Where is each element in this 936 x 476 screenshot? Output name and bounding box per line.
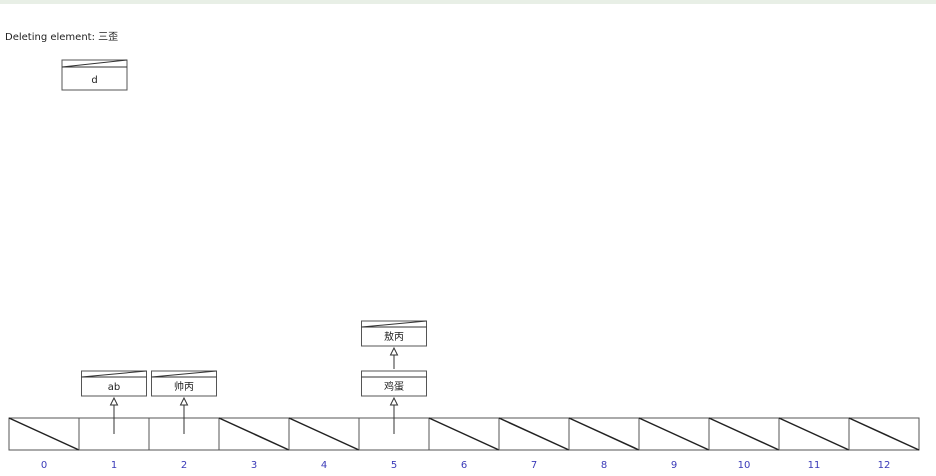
bucket-index-label: 4 bbox=[321, 460, 327, 471]
bucket-null-pointer bbox=[778, 417, 850, 451]
chain-node-box bbox=[81, 370, 147, 397]
chain-node-label: 鸡蛋 bbox=[384, 380, 404, 393]
chain-node-box bbox=[151, 370, 217, 397]
bucket-index-label: 10 bbox=[738, 460, 751, 471]
deleting-node-label: d bbox=[91, 75, 97, 86]
bucket-index-label: 9 bbox=[671, 460, 677, 471]
top-strip bbox=[0, 0, 936, 4]
chain-node-box bbox=[361, 320, 427, 347]
chains-layer: ab 帅丙 鸡蛋 敖丙 bbox=[81, 320, 427, 434]
bucket-index-label: 0 bbox=[41, 460, 47, 471]
chain-arrow-head bbox=[179, 396, 189, 406]
chain-node-box bbox=[361, 370, 427, 397]
chain-arrow-head bbox=[389, 346, 399, 356]
bucket-null-pointer bbox=[708, 417, 780, 451]
status-element: 三歪 bbox=[98, 32, 119, 43]
bucket-null-pointer bbox=[848, 417, 920, 451]
chain-node-null-pointer bbox=[361, 320, 427, 328]
chain-arrow-head bbox=[109, 396, 119, 406]
deleting-node-box bbox=[61, 59, 128, 91]
bucket-null-pointer bbox=[498, 417, 570, 451]
chain-node-label: 帅丙 bbox=[174, 380, 194, 393]
bucket-null-pointer bbox=[568, 417, 640, 451]
status-prefix: Deleting element: bbox=[5, 32, 99, 43]
bucket-null-pointer bbox=[8, 417, 80, 451]
status-text: Deleting element: 三歪 bbox=[5, 28, 118, 43]
chain-node-null-pointer bbox=[81, 370, 147, 378]
deleting-node-null-pointer bbox=[61, 59, 128, 68]
bucket-index-label: 7 bbox=[531, 460, 537, 471]
bucket-index-label: 8 bbox=[601, 460, 607, 471]
bucket-index-label: 1 bbox=[111, 460, 117, 471]
chain-arrow-head bbox=[389, 396, 399, 406]
bucket-index-label: 6 bbox=[461, 460, 467, 471]
buckets-layer bbox=[8, 417, 920, 451]
bucket-null-pointer bbox=[288, 417, 360, 451]
chain-node-label: ab bbox=[108, 382, 120, 393]
bucket-null-pointer bbox=[638, 417, 710, 451]
bucket-null-pointer bbox=[218, 417, 290, 451]
bucket-index-label: 11 bbox=[808, 460, 821, 471]
chain-node-label: 敖丙 bbox=[384, 330, 404, 343]
bucket-index-label: 12 bbox=[878, 460, 891, 471]
deleting-node: d bbox=[61, 59, 128, 91]
bucket-null-pointer bbox=[428, 417, 500, 451]
bucket-index-label: 2 bbox=[181, 460, 187, 471]
bucket-index-label: 3 bbox=[251, 460, 257, 471]
bucket-index-label: 5 bbox=[391, 460, 397, 471]
chain-node-null-pointer bbox=[151, 370, 217, 378]
